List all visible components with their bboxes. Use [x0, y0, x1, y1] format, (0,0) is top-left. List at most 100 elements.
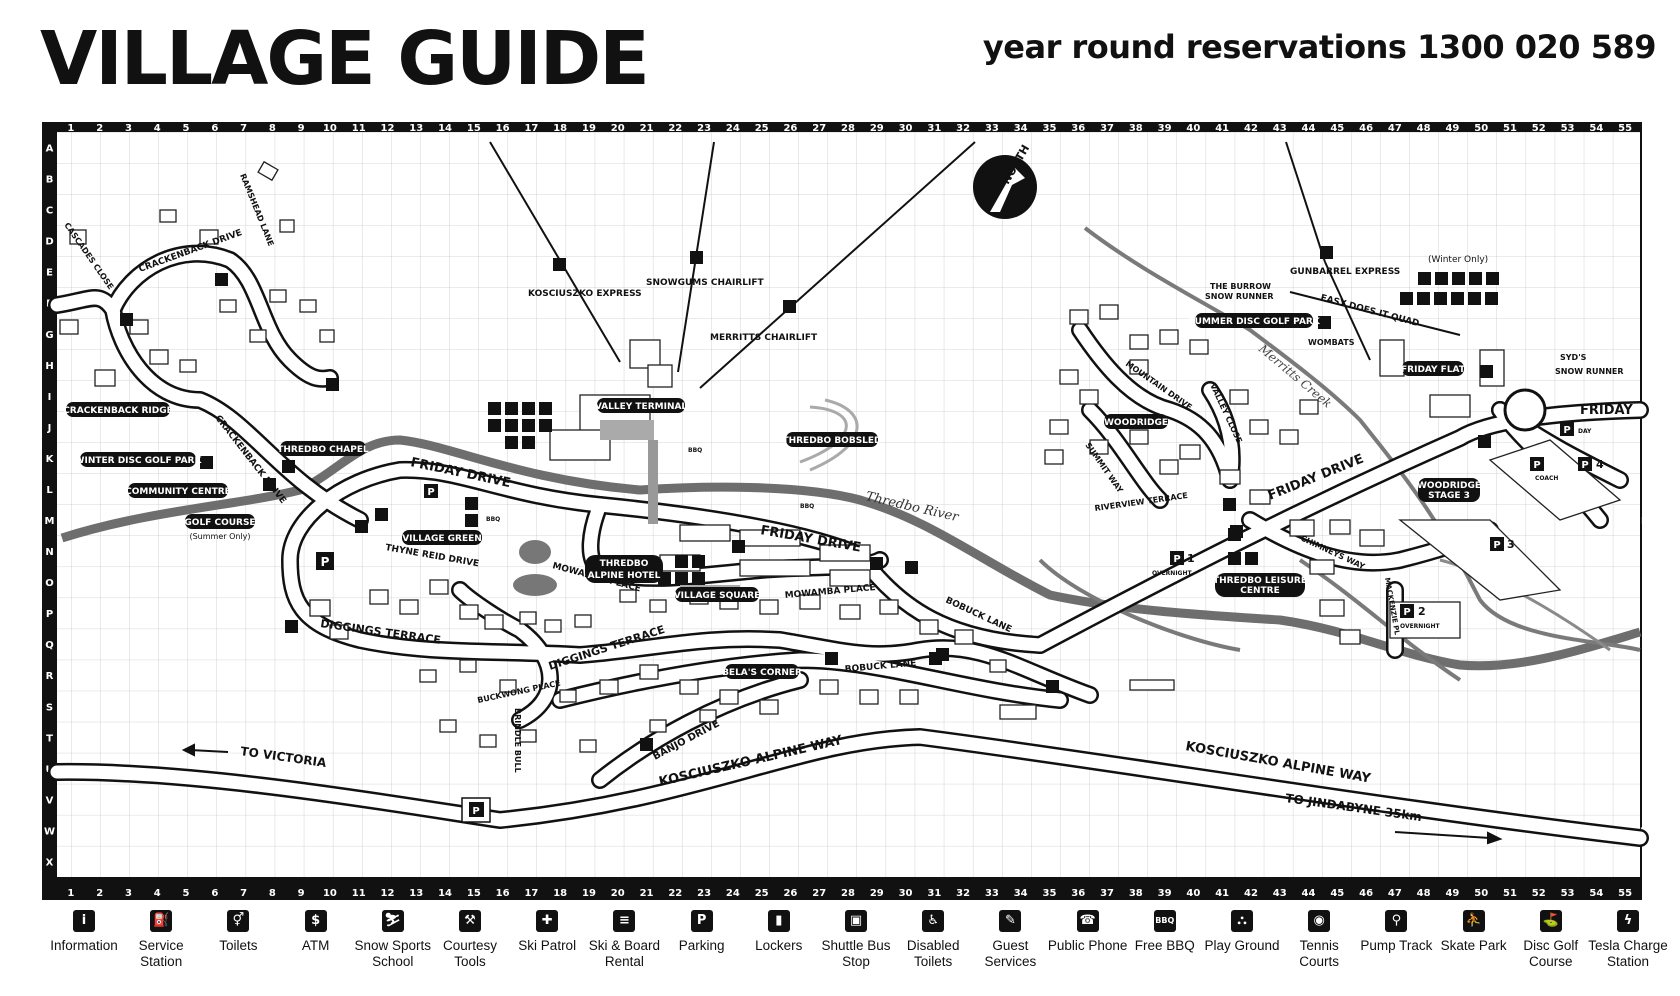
grid-column-label: 33 — [985, 123, 999, 134]
grid-column-label: 7 — [240, 123, 247, 134]
page-title: VILLAGE GUIDE — [40, 16, 650, 102]
place-label: STAGE 3 — [1428, 491, 1470, 501]
legend-item: ▮Lockers — [739, 910, 819, 954]
legend-item: ⚲ Pump Track — [1356, 910, 1436, 954]
grid-column-label: 49 — [1445, 888, 1459, 899]
grid-row-label: D — [1642, 237, 1650, 248]
grid-column-label: 43 — [1273, 123, 1287, 134]
legend-item: ⚒Courtesy Tools — [430, 910, 510, 970]
grid-column-label: 16 — [496, 123, 510, 134]
grid-column-label: 47 — [1388, 888, 1402, 899]
grid-column-label: 30 — [899, 888, 913, 899]
grid-column-label: 22 — [668, 888, 682, 899]
grid-row-label: L — [1643, 485, 1650, 496]
grid-column-label: 9 — [298, 123, 305, 134]
grid-row-label: B — [1642, 175, 1650, 186]
parking-number: 1 — [1187, 552, 1195, 565]
grid-column-label: 36 — [1071, 123, 1085, 134]
legend-item: $ ATM — [276, 910, 356, 954]
grid-column-label: 55 — [1618, 123, 1632, 134]
parking-icon: P — [690, 910, 713, 932]
grid-column-label: 32 — [956, 123, 970, 134]
grid-column-label: 54 — [1589, 888, 1603, 899]
information-icon: i — [73, 910, 95, 932]
bbq-mark: BBQ — [800, 503, 814, 510]
grid-row-label: A — [1642, 144, 1650, 155]
grid-column-label: 9 — [298, 888, 305, 899]
place-label: THREDBO CHAPEL — [277, 445, 369, 455]
grid-row-label: T — [46, 733, 53, 744]
legend-label: Free BBQ — [1134, 938, 1195, 953]
pump-track-icon: ⚲ — [1385, 910, 1408, 932]
svg-text:P: P — [1563, 425, 1570, 436]
svg-text:P: P — [1581, 460, 1588, 471]
grid-column-label: 14 — [438, 123, 452, 134]
legend-label: Disc Golf Course — [1523, 938, 1579, 969]
grid-column-label: 31 — [927, 888, 941, 899]
legend-item: ✎Guest Services — [970, 910, 1050, 970]
grid-column-label: 2 — [96, 888, 103, 899]
grid-column-label: 4 — [154, 123, 161, 134]
grid-column-label: 44 — [1302, 123, 1316, 134]
grid-row-label: K — [46, 454, 55, 465]
grid-column-label: 5 — [183, 888, 190, 899]
grid-row-label: R — [46, 671, 54, 682]
lift-label: MERRITTS CHAIRLIFT — [710, 333, 818, 343]
grid-column-label: 1 — [67, 888, 74, 899]
parking-marker: P — [321, 555, 330, 569]
legend-label: Service Station — [138, 938, 184, 969]
grid-row-label: D — [45, 237, 53, 248]
grid-column-label: 21 — [640, 888, 654, 899]
legend-label: Lockers — [755, 938, 803, 953]
grid-column-label: 15 — [467, 888, 481, 899]
grid-row-label: H — [1642, 361, 1650, 372]
grid-column-label: 37 — [1100, 123, 1114, 134]
grid-column-label: 28 — [841, 123, 855, 134]
place-label: SUMMER DISC GOLF PARK — [1188, 317, 1321, 327]
grid-row-label: G — [1642, 330, 1650, 341]
grid-column-label: 24 — [726, 123, 740, 134]
parking-note: COACH — [1535, 475, 1558, 482]
grid-column-label: 53 — [1561, 888, 1575, 899]
bbq-icon: BBQ — [1153, 910, 1176, 932]
courtesy-tools-icon: ⚒ — [459, 910, 481, 932]
legend-label: Information — [50, 938, 118, 953]
grid-column-label: 20 — [611, 888, 625, 899]
grid-column-label: 5 — [183, 123, 190, 134]
ski-patrol-icon: ✚ — [536, 910, 559, 932]
grid-column-label: 26 — [783, 123, 797, 134]
place-label: VALLEY TERMINAL — [595, 402, 688, 412]
grid-column-label: 48 — [1417, 123, 1431, 134]
legend-label: ATM — [301, 938, 330, 953]
grid-row-label: X — [46, 857, 54, 868]
place-label: THREDBO LEISURE — [1213, 576, 1307, 586]
grid-column-label: 10 — [323, 123, 337, 134]
place-label: WOMBATS — [1308, 338, 1355, 347]
grid-column-label: 48 — [1417, 888, 1431, 899]
grid-row-label: K — [1642, 454, 1651, 465]
legend-label: Guest Services — [984, 938, 1037, 969]
grid-column-label: 15 — [467, 123, 481, 134]
grid-column-label: 23 — [697, 888, 711, 899]
legend-item: BBQ Free BBQ — [1125, 910, 1205, 954]
parking-note: DAY — [1578, 428, 1592, 435]
grid-column-label: 14 — [438, 888, 452, 899]
parking-number: 4 — [1596, 458, 1604, 471]
atm-icon: $ — [304, 910, 327, 932]
grid-column-label: 27 — [812, 888, 826, 899]
legend-label: Pump Track — [1360, 938, 1433, 953]
place-label: BELA'S CORNER — [722, 668, 802, 678]
legend-label: Ski Patrol — [518, 938, 577, 953]
parking-markers: P P P P 1 OVERNIGHT P 2 OVERNIGHT P 3 P … — [316, 422, 1604, 823]
legend-item: ◉Tennis Courts — [1279, 910, 1359, 970]
grid-row-label: Q — [45, 640, 54, 651]
grid-column-label: 40 — [1186, 888, 1200, 899]
place-label: CRACKENBACK RIDGE — [63, 406, 173, 416]
grid-column-label: 25 — [755, 888, 769, 899]
grid-row-label: V — [46, 795, 54, 806]
grid-row-label: C — [46, 206, 53, 217]
